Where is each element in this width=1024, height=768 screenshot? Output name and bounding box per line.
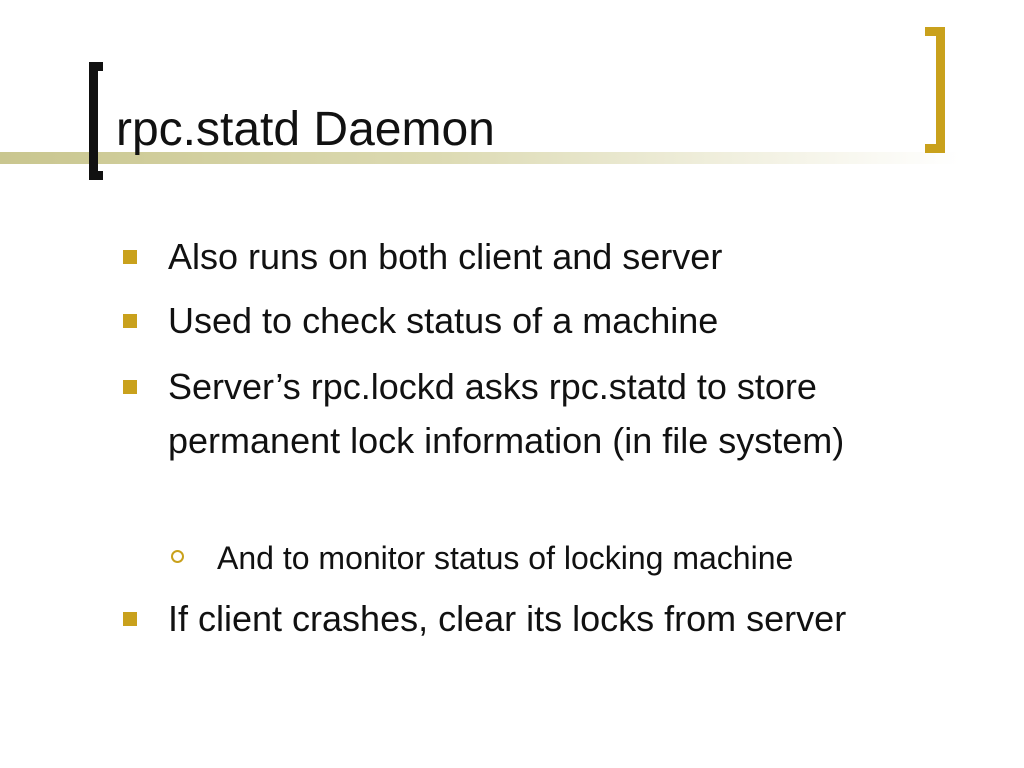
circle-bullet-icon [171, 550, 184, 563]
bullet-item: Used to check status of a machine [118, 294, 918, 348]
slide-title: rpc.statd Daemon [116, 103, 495, 156]
bullet-text: Server’s rpc.lockd asks rpc.statd to sto… [168, 366, 845, 461]
square-bullet-icon [123, 250, 137, 264]
square-bullet-icon [123, 314, 137, 328]
left-bracket-decoration [89, 62, 103, 180]
square-bullet-icon [123, 612, 137, 626]
bullet-item: Also runs on both client and server [118, 230, 918, 284]
bullet-text: Also runs on both client and server [168, 236, 723, 277]
square-bullet-icon [123, 380, 137, 394]
bullet-text: Used to check status of a machine [168, 300, 719, 341]
bullet-item: If client crashes, clear its locks from … [118, 592, 918, 646]
sub-bullet-text: And to monitor status of locking machine [217, 540, 794, 576]
bullet-text: If client crashes, clear its locks from … [168, 598, 847, 639]
sub-bullet-item: And to monitor status of locking machine [168, 538, 958, 578]
right-bracket-decoration [925, 27, 945, 153]
title-underline-band [0, 152, 960, 164]
bullet-item: Server’s rpc.lockd asks rpc.statd to sto… [118, 360, 918, 468]
